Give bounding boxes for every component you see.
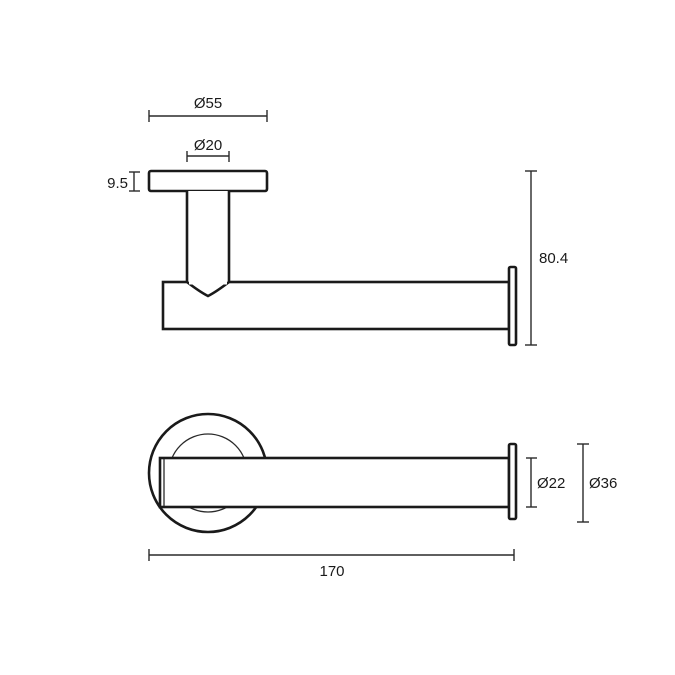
dimension-end-cap-diameter: Ø36 [577,443,617,523]
stem-diameter-label: Ø20 [194,137,222,154]
dimension-height: 80.4 [525,170,568,346]
dimension-rose-thickness: 9.5 [107,171,140,192]
dimension-arm-diameter: Ø22 [526,457,565,508]
length-label: 170 [319,563,344,580]
arm-diameter-label: Ø22 [537,475,565,492]
dimension-length: 170 [148,549,515,580]
dimension-rose-diameter: Ø55 [148,95,268,122]
end-cap-side [507,265,518,347]
rose-thickness-label: 9.5 [107,175,128,192]
side-view: Ø55 Ø20 9.5 80.4 [107,95,568,347]
wall-rose [147,169,269,193]
end-cap-diameter-label: Ø36 [589,475,617,492]
stem [185,191,231,298]
top-view: Ø22 Ø36 170 [147,412,617,580]
height-label: 80.4 [539,250,568,267]
dimension-stem-diameter: Ø20 [186,137,230,162]
end-cap-top [507,442,518,521]
arm-top [158,456,511,509]
rose-diameter-label: Ø55 [194,95,222,112]
